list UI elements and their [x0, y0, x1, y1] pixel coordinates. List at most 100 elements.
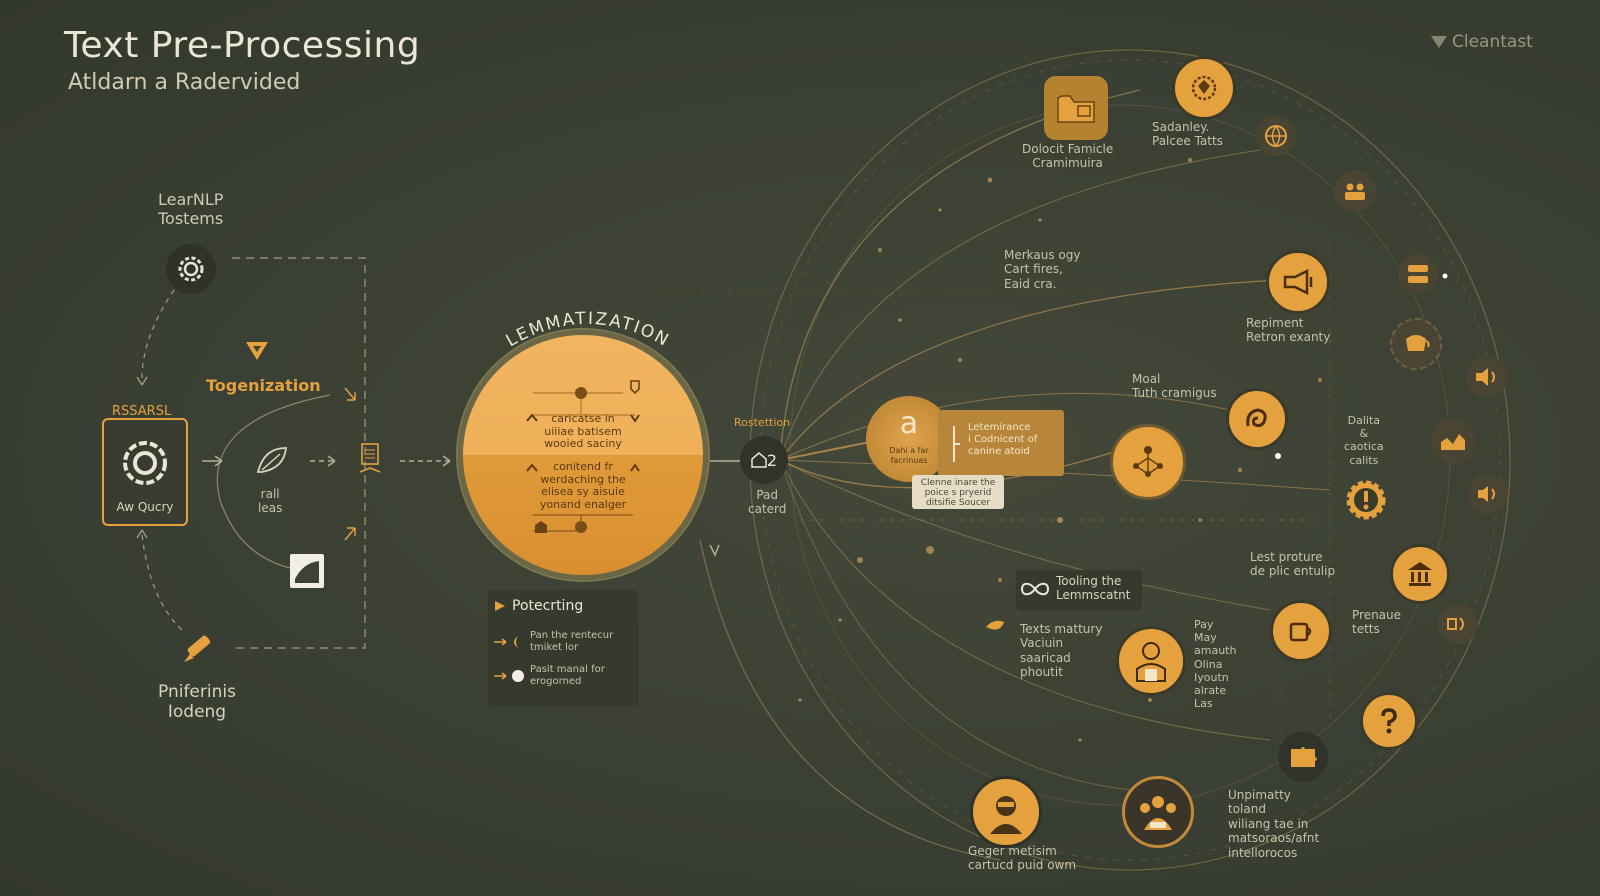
cup-icon	[1289, 622, 1312, 642]
swirl-node[interactable]	[1226, 388, 1288, 450]
geger-label: Geger metisim cartucd puid owm	[968, 844, 1077, 873]
network-icon	[1133, 446, 1163, 477]
face-node[interactable]	[970, 776, 1042, 848]
document-stack-icon	[359, 443, 381, 473]
alert-gear-icon	[1346, 480, 1386, 520]
rssarsl-label: RSSARSL	[112, 404, 172, 419]
settings-node[interactable]	[166, 244, 216, 294]
speaker-icon	[1476, 368, 1495, 386]
lest-label: Lest proture de plic entulip	[1250, 550, 1336, 579]
prenaue-label: Prenaue tetts	[1352, 608, 1402, 637]
repiment-label: Repiment Retron exanty	[1246, 316, 1331, 345]
hub-node[interactable]: 2	[740, 436, 788, 484]
lemmer-box-text: Letemirance i Codnicent of canine atoid	[968, 422, 1038, 457]
pencil-tool-icon	[184, 635, 211, 662]
image-doc-icon	[290, 554, 324, 588]
tooling-text: Tooling the Lemmscatnt	[1056, 574, 1131, 603]
person-document-icon	[1136, 642, 1166, 682]
swirl-icon	[1246, 408, 1267, 428]
a-node-caption: Dahi a far facrinuas	[889, 446, 929, 465]
puzzle-node[interactable]	[1278, 732, 1328, 782]
pay-label: Pay May amauth Olina Iyoutn alrate Las	[1194, 618, 1237, 711]
bank-icon	[1408, 562, 1432, 586]
processing-header: Potecrting	[512, 598, 584, 614]
chart-node[interactable]	[1430, 418, 1476, 464]
sound-node[interactable]	[1468, 474, 1508, 514]
tokens-label: rall leas	[258, 487, 283, 516]
volume-node[interactable]	[1438, 604, 1478, 644]
unpimatty-label: Unpimatty toland wiliang tae in matsorao…	[1228, 788, 1320, 860]
hub-top-label: Rostettion	[734, 416, 791, 429]
home-icon	[751, 452, 767, 468]
note-box: Clenne inare the poice s pryerid ditsifi…	[912, 475, 1004, 509]
page-title: Text Pre-Processing	[64, 25, 421, 66]
source-box-label: Aw Qucry	[116, 500, 174, 514]
area-chart-icon	[1441, 434, 1465, 450]
learnlp-label: LearNLP Tostems	[158, 190, 224, 229]
puzzle-icon	[1291, 747, 1317, 767]
volume-icon	[1447, 617, 1464, 631]
docket-label: Dolocit Famicle Cramimuira	[1022, 142, 1114, 171]
help-node[interactable]	[1360, 692, 1418, 750]
processing-panel: Potecrting Pan the rentecur tmiket lor P…	[488, 590, 638, 706]
lemmatization-circle[interactable]: caricatse in uiiiae batisem wooied sacin…	[458, 330, 708, 580]
lemmer-box[interactable]: Letemirance i Codnicent of canine atoid	[938, 410, 1064, 476]
flower-gear-node[interactable]	[1172, 56, 1236, 120]
server-node[interactable]	[1398, 254, 1438, 294]
teapot-node[interactable]	[1390, 318, 1442, 370]
source-box[interactable]: Aw Qucry	[102, 418, 188, 526]
lemma-flow-lines	[526, 380, 640, 533]
funnel-icon	[246, 342, 268, 360]
cup-node[interactable]	[1270, 600, 1332, 662]
flower-icon	[1191, 75, 1217, 101]
bracket-icon	[953, 426, 960, 462]
processing-item-2: Pasit manal for erogorned	[530, 664, 605, 687]
speaker-node[interactable]	[1466, 356, 1508, 398]
page-subtitle: Atldarn a Radervided	[68, 70, 301, 95]
users-node[interactable]	[1334, 170, 1376, 212]
processing-item-1: Pan the rentecur tmiket lor	[530, 630, 614, 653]
alert-gear-node[interactable]	[1344, 478, 1388, 522]
group-people-icon	[1140, 796, 1176, 830]
lemma-upper-text: caricatse in uiiiae batisem wooied sacin…	[544, 412, 622, 451]
a-glyph: a	[899, 406, 919, 441]
teapot-icon	[1406, 335, 1430, 351]
megaphone-node[interactable]	[1266, 250, 1330, 314]
face-icon	[990, 796, 1022, 834]
person-node[interactable]	[1116, 626, 1186, 696]
leaf-icon	[256, 447, 287, 473]
texts-label: Texts mattury Vaciuin saaricad phoutit	[1020, 622, 1103, 680]
users-icon	[1345, 183, 1365, 200]
globe-node[interactable]	[1256, 116, 1296, 156]
tokenization-label: Togenization	[206, 376, 321, 395]
brand-logo: Cleantast	[1430, 32, 1533, 52]
lemma-a-node[interactable]: a Dahi a far facrinuas	[866, 396, 952, 482]
play-icon	[495, 601, 505, 611]
megaphone-icon	[1283, 268, 1313, 296]
brand-name: Cleantast	[1452, 32, 1533, 52]
sadantey-label: Sadanley. Palcee Tatts	[1152, 120, 1223, 149]
leaf-small-icon	[986, 620, 1004, 630]
brain-network-node[interactable]	[1110, 424, 1186, 500]
server-icon	[1408, 265, 1428, 283]
folder-node[interactable]	[1044, 76, 1108, 140]
arrow-moon-icon	[494, 636, 518, 648]
arrow-dot-icon	[494, 670, 524, 682]
gear-icon	[178, 256, 204, 282]
brand-mark-icon	[1431, 36, 1447, 49]
folder-icon	[1057, 95, 1095, 123]
infinity-icon	[1020, 582, 1050, 596]
hub-bottom-label: Pad caterd	[748, 488, 787, 517]
group-node[interactable]	[1122, 776, 1194, 848]
pniferinis-label: Pniferinis Iodeng	[158, 682, 236, 723]
question-icon	[1381, 708, 1397, 734]
moal-label: Moal Tuth cramigus	[1132, 372, 1217, 401]
target-gear-icon	[123, 441, 167, 485]
lemma-lower-text: conitend fr werdaching the elisea sy ais…	[539, 460, 627, 511]
dalita-label: Dalita & caotica calits	[1344, 414, 1384, 467]
bank-node[interactable]	[1390, 544, 1450, 604]
hub-number: 2	[766, 450, 778, 470]
tooling-panel: Tooling the Lemmscatnt	[1016, 570, 1142, 610]
globe-icon	[1265, 125, 1287, 148]
